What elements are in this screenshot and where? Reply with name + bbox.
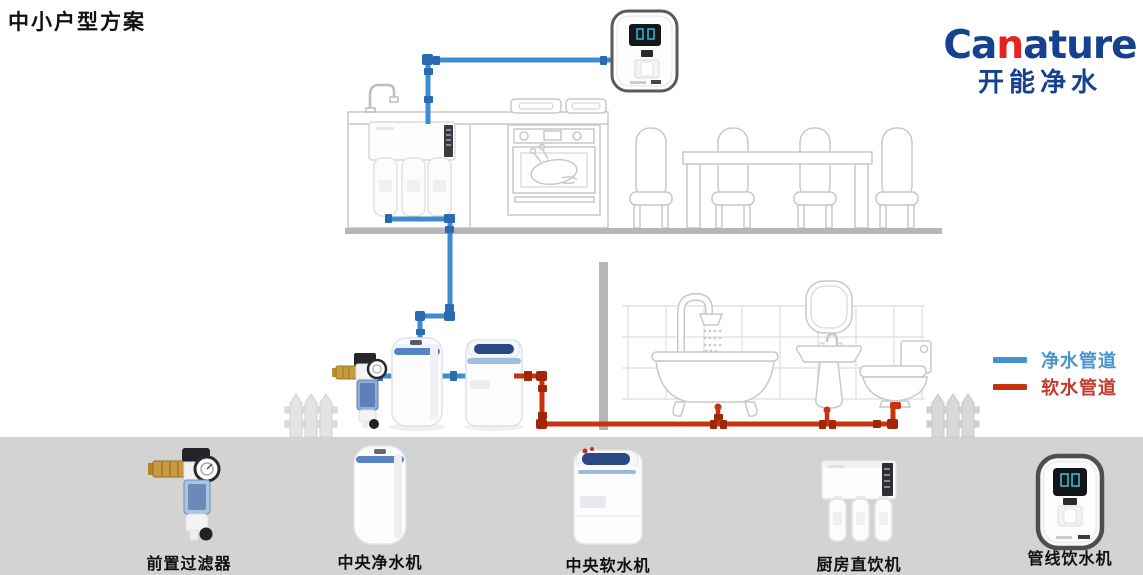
shower-drops [703, 329, 722, 353]
legend-soft-water-label: 软水管道 [1041, 377, 1117, 398]
pipe-legend: 净水管道 软水管道 [993, 346, 1117, 400]
bathtub [651, 351, 779, 417]
product-label-kitchen-purifier: 厨房直饮机 [816, 557, 902, 574]
central-softener-diagram [464, 339, 524, 431]
brand-accent-letter: n [996, 23, 1024, 68]
wall-dispenser-diagram [610, 9, 679, 93]
legend-clean-water: 净水管道 [993, 346, 1117, 373]
dining-chairs-side [629, 127, 919, 229]
product-label-pipeline-dispenser: 管线饮水机 [1027, 551, 1113, 568]
clean-water-pipe-kitchen [422, 54, 612, 124]
soft-pipe-swatch-icon [993, 383, 1027, 390]
product-label-pre-filter: 前置过滤器 [146, 556, 232, 573]
pedestal-sink [795, 332, 863, 409]
brand-wordmark: Canature [942, 23, 1138, 68]
divider-wall [599, 262, 608, 430]
sink-faucet [365, 83, 399, 113]
mirror [805, 280, 853, 334]
brand-part1: Ca [943, 23, 997, 68]
brand-part2: ature [1023, 23, 1137, 68]
stove-burners [510, 98, 607, 114]
brand-subtitle: 开能净水 [977, 66, 1102, 97]
page-title: 中小户型方案 [8, 9, 146, 34]
clean-water-pipe-riser [385, 214, 455, 340]
shower [677, 292, 724, 353]
fence-left [284, 393, 338, 438]
dining-chairs-back [711, 127, 837, 229]
product-pipeline-dispenser [1035, 453, 1105, 551]
roast-chicken-drawing [529, 143, 578, 186]
product-kitchen-purifier [821, 460, 897, 542]
toilet [859, 340, 932, 408]
pre-filter-diagram [332, 353, 388, 429]
under-sink-purifier [368, 121, 456, 217]
clean-pipe-swatch-icon [993, 356, 1027, 363]
fence-right [926, 393, 980, 438]
brand-logo: Canature 开能净水 [942, 23, 1138, 97]
product-label-central-softener: 中央软水机 [565, 558, 651, 575]
dining-table [682, 151, 873, 229]
product-label-central-purifier: 中央净水机 [337, 555, 423, 572]
soft-water-pipe [514, 371, 901, 429]
legend-clean-water-label: 净水管道 [1041, 350, 1117, 371]
product-central-purifier [353, 445, 407, 545]
product-pre-filter [148, 448, 221, 541]
oven [507, 124, 601, 216]
central-purifier-diagram [389, 337, 445, 431]
kitchen-floor [345, 228, 942, 234]
product-central-softener [573, 447, 643, 545]
legend-soft-water: 软水管道 [993, 373, 1117, 400]
